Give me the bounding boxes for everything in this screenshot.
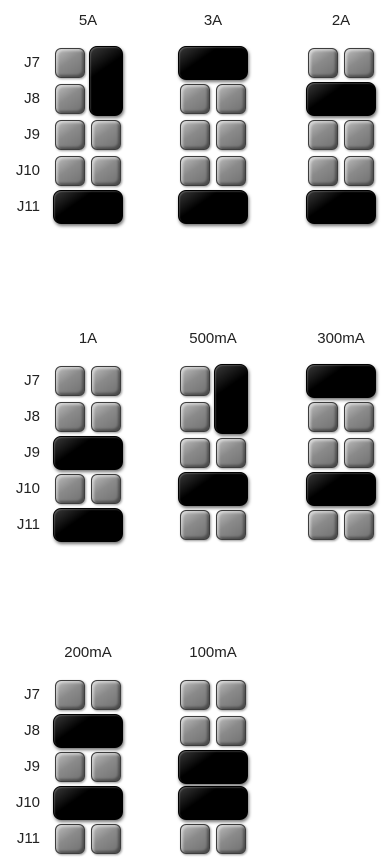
pin-j11-left xyxy=(55,824,85,854)
row-label-j8: J8 xyxy=(24,408,40,425)
pin-j11-right xyxy=(91,824,121,854)
jumper-j7-j8 xyxy=(214,364,248,434)
pin-j9-left xyxy=(55,752,85,782)
jumper-j10 xyxy=(306,472,376,506)
pin-j8-left xyxy=(180,84,210,114)
row-label-j10: J10 xyxy=(15,794,40,811)
config-label: 200mA xyxy=(64,644,112,661)
jumper-j11 xyxy=(306,190,376,224)
config-label: 1A xyxy=(78,330,98,347)
jumper-j8 xyxy=(53,714,123,748)
pin-j10-right xyxy=(91,156,121,186)
pin-j7-left xyxy=(55,48,85,78)
row-label-j9: J9 xyxy=(24,126,40,143)
row-label-j11: J11 xyxy=(16,830,40,847)
pin-j7-right xyxy=(91,680,121,710)
pin-j10-left xyxy=(180,156,210,186)
row-label-j10: J10 xyxy=(15,480,40,497)
jumper-j9 xyxy=(53,436,123,470)
pin-j8-right xyxy=(91,402,121,432)
pin-j8-right xyxy=(216,716,246,746)
pin-j10-left xyxy=(55,156,85,186)
config-label: 5A xyxy=(78,12,98,29)
pin-j9-left xyxy=(180,438,210,468)
jumper-j7-j8 xyxy=(89,46,123,116)
pin-j8-left xyxy=(180,716,210,746)
pin-j7-right xyxy=(216,680,246,710)
pin-j9-right xyxy=(216,120,246,150)
jumper-j11 xyxy=(53,508,123,542)
pin-j7-left xyxy=(180,680,210,710)
pin-j11-right xyxy=(344,510,374,540)
pin-j10-left xyxy=(308,156,338,186)
row-label-j9: J9 xyxy=(24,758,40,775)
jumper-j7 xyxy=(178,46,248,80)
config-label: 3A xyxy=(203,12,223,29)
jumper-j9 xyxy=(178,750,248,784)
jumper-j11 xyxy=(53,190,123,224)
config-label: 300mA xyxy=(317,330,365,347)
pin-j9-right xyxy=(91,120,121,150)
row-label-j7: J7 xyxy=(24,54,40,71)
pin-j8-right xyxy=(216,84,246,114)
jumper-j7 xyxy=(306,364,376,398)
jumper-j8 xyxy=(306,82,376,116)
pin-j9-left xyxy=(180,120,210,150)
row-label-j7: J7 xyxy=(24,372,40,389)
row-label-j11: J11 xyxy=(16,516,40,533)
pin-j7-right xyxy=(344,48,374,78)
row-label-j7: J7 xyxy=(24,686,40,703)
pin-j7-left xyxy=(55,366,85,396)
pin-j9-right xyxy=(216,438,246,468)
pin-j9-right xyxy=(344,438,374,468)
pin-j10-right xyxy=(344,156,374,186)
jumper-j10 xyxy=(53,786,123,820)
jumper-j11 xyxy=(178,190,248,224)
pin-j11-left xyxy=(308,510,338,540)
pin-j9-right xyxy=(344,120,374,150)
pin-j11-right xyxy=(216,824,246,854)
pin-j9-left xyxy=(308,120,338,150)
pin-j8-left xyxy=(180,402,210,432)
config-label: 2A xyxy=(331,12,351,29)
pin-j8-left xyxy=(308,402,338,432)
pin-j7-right xyxy=(91,366,121,396)
pin-j7-left xyxy=(308,48,338,78)
pin-j11-left xyxy=(180,824,210,854)
pin-j10-left xyxy=(55,474,85,504)
config-label: 500mA xyxy=(189,330,237,347)
row-label-j8: J8 xyxy=(24,722,40,739)
row-label-j11: J11 xyxy=(16,198,40,215)
pin-j11-right xyxy=(216,510,246,540)
pin-j11-left xyxy=(180,510,210,540)
pin-j9-right xyxy=(91,752,121,782)
pin-j8-left xyxy=(55,402,85,432)
config-label: 100mA xyxy=(189,644,237,661)
pin-j8-right xyxy=(344,402,374,432)
pin-j9-left xyxy=(308,438,338,468)
row-label-j9: J9 xyxy=(24,444,40,461)
pin-j7-left xyxy=(55,680,85,710)
pin-j10-right xyxy=(216,156,246,186)
pin-j7-left xyxy=(180,366,210,396)
pin-j9-left xyxy=(55,120,85,150)
row-label-j8: J8 xyxy=(24,90,40,107)
jumper-j10 xyxy=(178,472,248,506)
pin-j10-right xyxy=(91,474,121,504)
jumper-j10 xyxy=(178,786,248,820)
pin-j8-left xyxy=(55,84,85,114)
row-label-j10: J10 xyxy=(15,162,40,179)
